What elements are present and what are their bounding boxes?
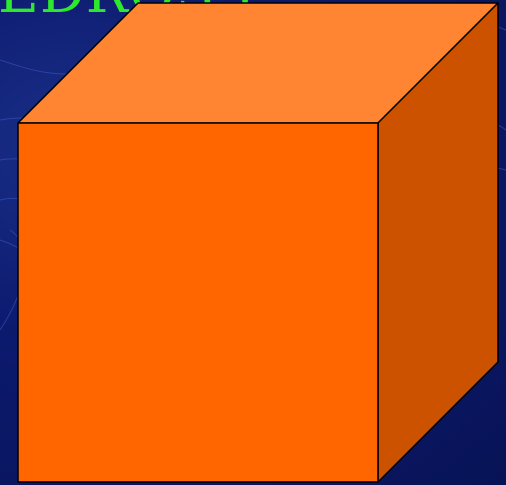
cube-front-face: [18, 123, 378, 482]
